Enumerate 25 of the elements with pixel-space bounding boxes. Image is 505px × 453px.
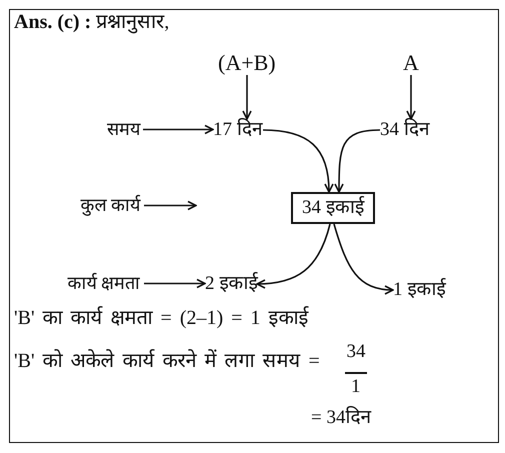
value-text: 17 दिन — [213, 119, 263, 141]
arrow — [143, 124, 214, 134]
row-label: समय — [107, 119, 140, 140]
column-heading: A — [403, 50, 419, 76]
column-heading: (A+B) — [218, 50, 276, 76]
fraction-denominator: 1 — [351, 376, 360, 398]
curved-arrow — [262, 129, 334, 193]
row-label: कुल कार्य — [80, 195, 140, 216]
arrow — [242, 75, 252, 120]
arrow — [144, 278, 206, 288]
equation-text: 'B' को अकेले कार्य करने में लगा समय = — [14, 350, 320, 373]
value-text: 1 इकाई — [393, 279, 446, 301]
arrow — [144, 200, 197, 210]
value-text: 34 दिन — [380, 119, 430, 141]
value-text: 2 इकाई — [205, 273, 258, 295]
curved-arrow — [256, 224, 331, 289]
result-text: = 34दिन — [311, 407, 372, 429]
row-label: कार्य क्षमता — [68, 273, 140, 294]
answer-heading: Ans. (c) : प्रश्नानुसार, — [14, 11, 170, 34]
curved-arrow — [334, 129, 380, 193]
equation-text: 'B' का कार्य क्षमता = (2–1) = 1 इकाई — [14, 307, 308, 330]
value-box: 34 इकाई — [291, 192, 375, 224]
curved-arrow — [333, 224, 394, 294]
fraction-numerator: 34 — [346, 341, 366, 363]
arrow — [406, 75, 416, 120]
